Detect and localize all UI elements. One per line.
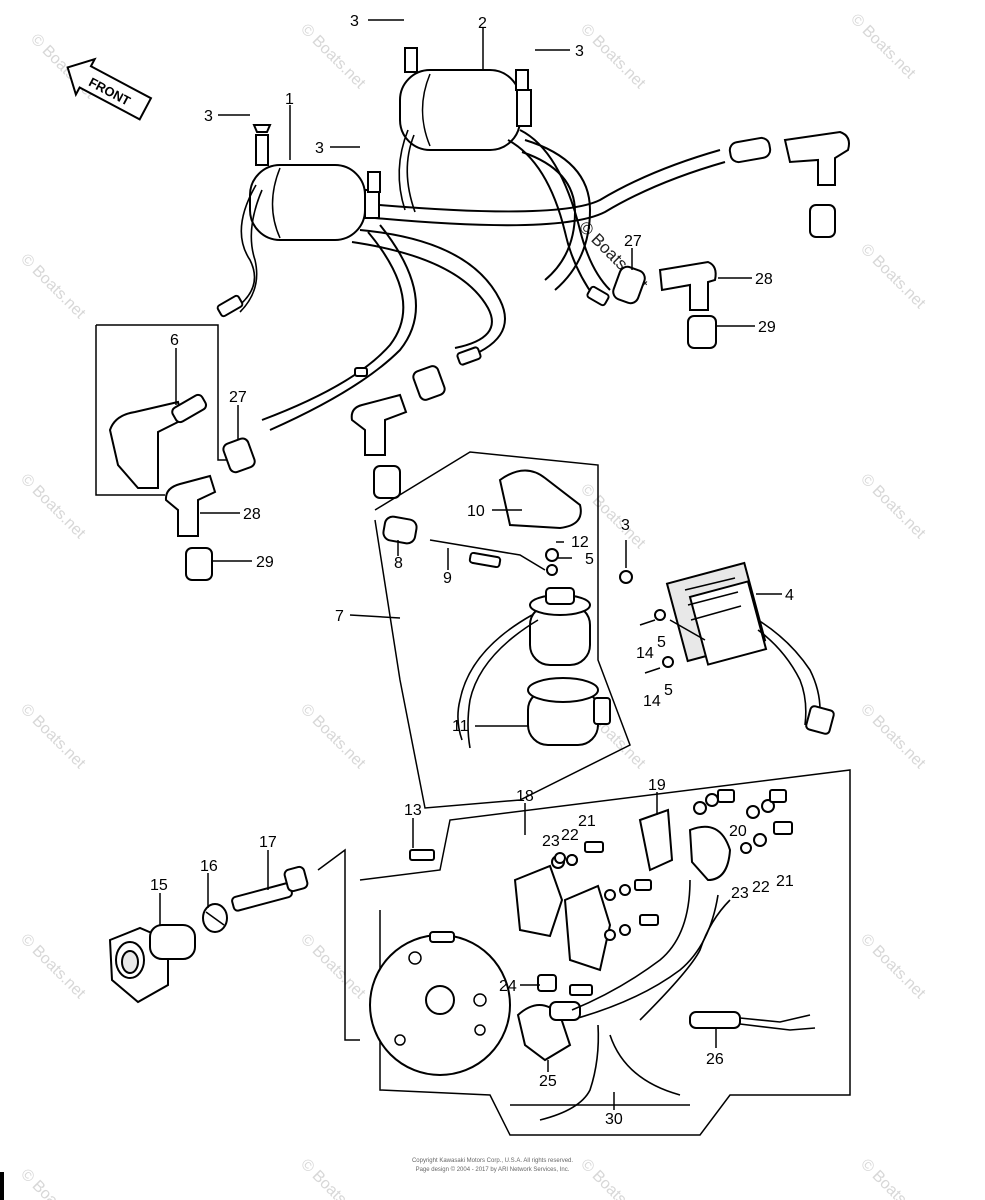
callout-24: 24	[499, 978, 517, 995]
regulator-rectifier	[619, 561, 835, 735]
callout-15: 15	[150, 877, 168, 894]
solenoid-group	[374, 451, 631, 809]
watermark: © Boats.net	[857, 471, 929, 543]
footer-copyright: Copyright Kawasaki Motors Corp., U.S.A. …	[411, 1158, 574, 1164]
footer-design-credit: Page design © 2004 - 2017 by ARI Network…	[415, 1167, 570, 1173]
watermark: © Boats.net	[857, 241, 929, 313]
coil-2-wire	[398, 129, 409, 211]
plug-cap-28	[612, 260, 717, 349]
callout-17: 17	[259, 834, 277, 851]
callout-27: 27	[229, 389, 247, 406]
ht-lead	[269, 224, 417, 431]
callout-numbers: 1 2 3 3 3 3 3 4 5 5 5 6 7 8 9 10 11 12 1…	[150, 13, 794, 1128]
watermark: © Boats.net	[297, 701, 369, 773]
callout-26: 26	[706, 1051, 724, 1068]
watermark: © Boats.net	[577, 21, 649, 93]
watermark: © Boats.net	[17, 931, 89, 1003]
plug-cap-center	[350, 365, 446, 499]
callout-20: 20	[729, 823, 747, 840]
ht-lead	[374, 161, 726, 227]
callout-2: 2	[478, 15, 487, 32]
callout-19: 19	[648, 777, 666, 794]
callout-18: 18	[516, 788, 534, 805]
watermark: © Boats.net	[297, 931, 369, 1003]
ht-lead	[351, 241, 493, 349]
callout-22: 22	[561, 827, 579, 844]
callout-12: 12	[571, 534, 589, 551]
ht-lead	[519, 129, 611, 291]
callout-7: 7	[335, 608, 344, 625]
coil-1-wire	[229, 184, 257, 313]
callout-30: 30	[605, 1111, 623, 1128]
callout-28: 28	[755, 271, 773, 288]
callout-3: 3	[315, 140, 324, 157]
callout-16: 16	[200, 858, 218, 875]
watermark: © Boats.net	[17, 251, 89, 323]
ht-lead	[379, 149, 721, 213]
callout-6: 6	[170, 332, 179, 349]
callout-4: 4	[785, 587, 794, 604]
watermark: © Boats.net	[847, 11, 919, 83]
callout-5: 5	[657, 634, 666, 651]
watermark: © Boats.net	[17, 701, 89, 773]
callout-3: 3	[575, 43, 584, 60]
callout-22: 22	[752, 879, 770, 896]
watermark: © Boats.net	[857, 701, 929, 773]
callout-23: 23	[731, 885, 749, 902]
callout-14: 14	[643, 693, 661, 710]
callout-28: 28	[243, 506, 261, 523]
callout-13: 13	[404, 802, 422, 819]
callout-29: 29	[758, 319, 776, 336]
callout-21: 21	[578, 813, 596, 830]
ht-lead	[359, 229, 506, 361]
plug-cap-right	[728, 130, 850, 238]
callout-3: 3	[350, 13, 359, 30]
coil-2-wire	[406, 134, 416, 213]
callout-25: 25	[539, 1073, 557, 1090]
watermark: © Boats.net	[297, 21, 369, 93]
wire-connector	[354, 367, 368, 377]
callout-27: 27	[624, 233, 642, 250]
callout-29: 29	[256, 554, 274, 571]
watermark: © Boats.net	[17, 471, 89, 543]
callout-1: 1	[285, 91, 294, 108]
callout-14: 14	[636, 645, 654, 662]
callout-3: 3	[204, 108, 213, 125]
callout-23: 23	[542, 833, 560, 850]
wire-connector	[456, 346, 482, 366]
ht-lead	[261, 231, 405, 421]
callout-leaders	[159, 19, 782, 1110]
coil-1-wire	[239, 189, 263, 313]
ignition-coil-1	[249, 124, 381, 241]
timing-advancer-parts	[108, 848, 360, 1041]
plug-cap-left	[164, 437, 256, 581]
edge-marker	[0, 1172, 4, 1200]
hardware-fasteners	[409, 789, 793, 996]
ignition-coil-2	[399, 47, 532, 151]
ht-lead	[524, 139, 592, 291]
ht-lead	[507, 139, 596, 299]
pickup-assembly-group	[359, 769, 851, 1136]
callout-11: 11	[452, 718, 469, 735]
callout-5: 5	[664, 682, 673, 699]
callout-8: 8	[394, 555, 403, 572]
callout-3: 3	[621, 517, 630, 534]
callout-21: 21	[776, 873, 794, 890]
callout-10: 10	[467, 503, 485, 520]
callout-5: 5	[585, 551, 594, 568]
wire-connector	[216, 294, 244, 318]
watermark: © Boats.net	[857, 931, 929, 1003]
ht-lead	[521, 151, 577, 281]
callout-9: 9	[443, 570, 452, 587]
plug-cap-detail-box	[95, 324, 230, 496]
front-arrow: FRONT	[66, 57, 153, 121]
wire-connector	[586, 285, 610, 307]
